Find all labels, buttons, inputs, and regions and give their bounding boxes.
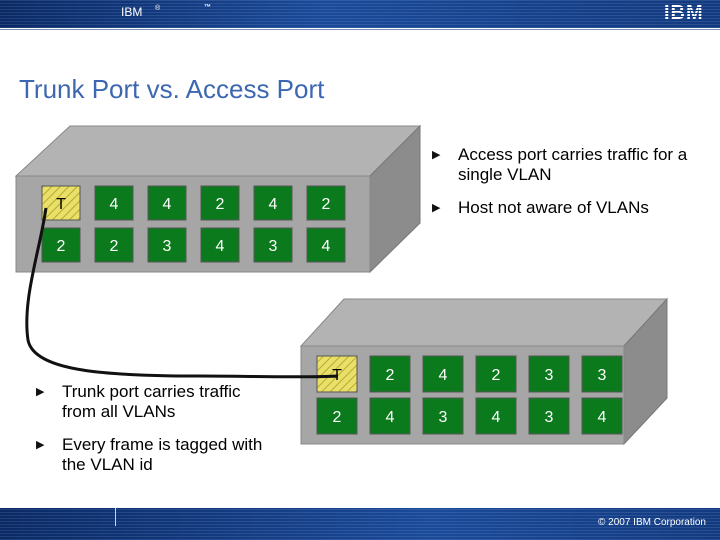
header-trademark: ™ [204,4,211,11]
header-stripes [0,0,720,28]
bullet-arrow-icon: ▶ [432,149,441,161]
left-bullet-1-text: Trunk port carries traffic from all VLAN… [62,382,241,421]
bullet-arrow-icon: ▶ [36,386,45,398]
switch-1-port-label-2-2: 2 [110,238,119,255]
switch-1-top [14,125,422,177]
switch-1: T 4 4 2 4 2 2 2 3 4 3 4 [14,124,422,274]
switch-2-port-label-2-1: 2 [333,409,342,426]
switch-2-port-label-1-3: 4 [439,367,448,384]
switch-1-port-label-1-3: 4 [163,196,172,213]
switch-1-port-1-2 [94,185,134,221]
switch-1-port-1-6 [306,185,346,221]
header-bar: IBM ® ™ IBM [0,0,720,28]
switch-1-port-1-1 [41,185,81,221]
switch-1-port-2-3 [147,227,187,263]
switch-1-port-2-4 [200,227,240,263]
bullet-arrow-icon: ▶ [36,439,45,451]
switch-2-port-1-3 [422,355,464,393]
switch-2-port-label-2-5: 3 [545,409,554,426]
right-bullet-1: ▶ Access port carries traffic for a sing… [432,145,702,185]
switch-1-port-2-5 [253,227,293,263]
switch-1-port-1-5 [253,185,293,221]
switch-1-port-label-2-3: 3 [163,238,172,255]
header-registered-mark: ® [155,5,161,12]
switch-1-port-label-2-6: 4 [322,238,331,255]
switch-1-port-1-4 [200,185,240,221]
footer-tick [115,508,116,526]
switch-2-port-label-1-4: 2 [492,367,501,384]
switch-2-port-label-2-6: 4 [598,409,607,426]
switch-2-port-2-5 [528,397,570,435]
switch-2-port-label-1-6: 3 [598,367,607,384]
switch-2-port-2-2 [369,397,411,435]
switch-1-port-label-2-5: 3 [269,238,278,255]
switch-1-port-2-2 [94,227,134,263]
left-bullet-list: ▶ Trunk port carries traffic from all VL… [36,382,266,488]
ibm-logo: IBM [664,2,704,24]
right-bullet-2: ▶ Host not aware of VLANs [432,198,702,218]
footer-stripes [0,508,720,540]
switch-2-port-2-3 [422,397,464,435]
switch-1-port-label-1-4: 2 [216,196,225,213]
switch-1-port-1-3 [147,185,187,221]
right-bullet-1-text: Access port carries traffic for a single… [458,145,688,184]
switch-2-port-label-1-5: 3 [545,367,554,384]
switch-1-port-label-2-4: 4 [216,238,225,255]
switch-2-port-1-4 [475,355,517,393]
switch-1-port-label-1-5: 4 [269,196,278,213]
switch-2-port-1-5 [528,355,570,393]
switch-2-port-1-6 [581,355,623,393]
switch-1-port-label-2-1: 2 [57,238,66,255]
header-brand: IBM [121,5,143,19]
slide-title: Trunk Port vs. Access Port [19,74,325,104]
switch-2-port-1-2 [369,355,411,393]
left-bullet-1: ▶ Trunk port carries traffic from all VL… [36,382,266,422]
switch-2-top [299,298,669,347]
switch-2-port-1-1 [316,355,358,393]
header-rule [0,29,720,30]
left-bullet-2-text: Every frame is tagged with the VLAN id [62,435,263,474]
switch-1-port-label-1-1: T [56,196,66,213]
footer-copyright: © 2007 IBM Corporation [598,517,706,528]
switch-1-port-2-6 [306,227,346,263]
bullet-arrow-icon: ▶ [432,202,441,214]
switch-2-port-2-6 [581,397,623,435]
switch-1-port-label-1-2: 4 [110,196,119,213]
switch-1-port-2-1 [41,227,81,263]
right-bullet-list: ▶ Access port carries traffic for a sing… [432,145,702,231]
switch-2-port-label-1-2: 2 [386,367,395,384]
switch-2-port-label-2-4: 4 [492,409,501,426]
right-bullet-2-text: Host not aware of VLANs [458,198,649,217]
switch-2-port-label-2-3: 3 [439,409,448,426]
trunk-cable [25,207,339,379]
switch-1-port-label-1-6: 2 [322,196,331,213]
footer-bar: © 2007 IBM Corporation [0,508,720,540]
switch-2-port-2-4 [475,397,517,435]
left-bullet-2: ▶ Every frame is tagged with the VLAN id [36,435,266,475]
switch-2-port-2-1 [316,397,358,435]
switch-2-port-label-2-2: 4 [386,409,395,426]
